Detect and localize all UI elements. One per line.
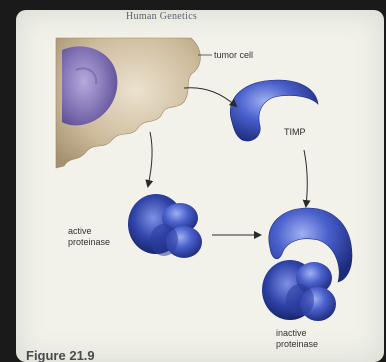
active-proteinase-label: active proteinase bbox=[68, 226, 110, 248]
arrow-cell-to-timp bbox=[184, 88, 236, 106]
tumor-cell-label: tumor cell bbox=[214, 50, 253, 61]
figure-caption: Figure 21.9 bbox=[26, 348, 95, 362]
active-proteinase bbox=[128, 194, 202, 258]
arrow-cell-to-proteinase bbox=[148, 132, 152, 186]
timp-label: TIMP bbox=[284, 127, 306, 138]
arrow-timp-to-complex bbox=[304, 150, 307, 206]
inactive-proteinase-label-line1: inactive bbox=[276, 328, 318, 339]
active-proteinase-label-line1: active bbox=[68, 226, 110, 237]
inactive-proteinase-label: inactive proteinase bbox=[276, 328, 318, 350]
inactive-proteinase bbox=[262, 208, 352, 321]
tumor-cell bbox=[56, 38, 200, 168]
inactive-proteinase-label-line2: proteinase bbox=[276, 339, 318, 350]
proteinase-inhibition-diagram bbox=[16, 10, 384, 362]
active-proteinase-label-line2: proteinase bbox=[68, 237, 110, 248]
textbook-page: Human Genetics bbox=[16, 10, 384, 362]
